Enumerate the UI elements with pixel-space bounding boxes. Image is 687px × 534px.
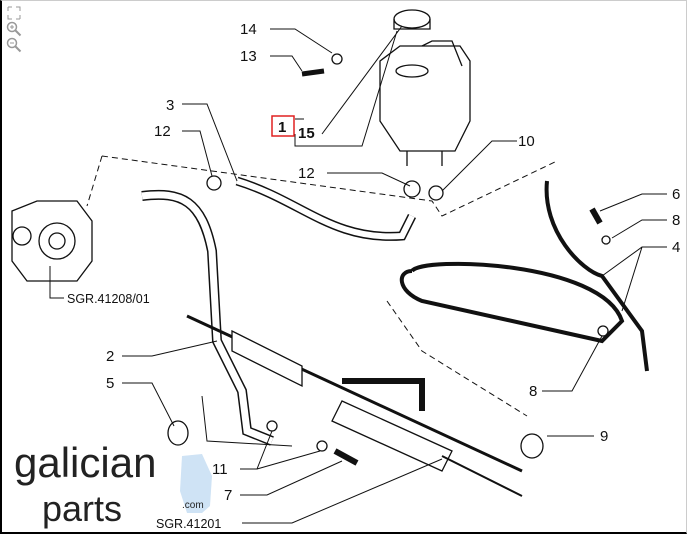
logo-map-shape	[180, 454, 212, 513]
callout-9[interactable]: 9	[600, 428, 608, 445]
callout-4[interactable]: 4	[672, 239, 680, 256]
washer-11b[interactable]	[316, 440, 328, 452]
logo-line1: galician	[14, 439, 156, 486]
clip-10[interactable]	[428, 185, 444, 201]
callout-1[interactable]: 1	[278, 119, 286, 136]
callout-5[interactable]: 5	[106, 375, 114, 392]
callout-3[interactable]: 3	[166, 97, 174, 114]
callout-14[interactable]: 14	[240, 21, 257, 38]
clip-12b[interactable]	[403, 180, 421, 198]
nut-14[interactable]	[331, 53, 343, 65]
diagram-toolbar	[6, 5, 22, 53]
callout-7[interactable]: 7	[224, 487, 232, 504]
washer-8b[interactable]	[597, 325, 609, 337]
bolt-6[interactable]	[589, 207, 603, 225]
reservoir[interactable]	[379, 9, 471, 166]
callout-10[interactable]: 10	[518, 133, 535, 150]
pump[interactable]	[11, 200, 93, 282]
washer-11a[interactable]	[266, 420, 278, 432]
ref-rack[interactable]: SGR.41201	[156, 517, 221, 531]
fit-screen-icon[interactable]	[6, 5, 22, 21]
pipe-4[interactable]	[399, 180, 649, 372]
steering-rack[interactable]	[186, 314, 523, 497]
ref-pump[interactable]: SGR.41208/01	[67, 292, 150, 306]
logo-suffix: .com	[182, 500, 204, 511]
callout-12[interactable]: 12	[298, 165, 315, 182]
bolt-7[interactable]	[333, 448, 359, 466]
clip-12a[interactable]	[206, 175, 222, 191]
callout-8[interactable]: 8	[672, 212, 680, 229]
bolt-13[interactable]	[301, 68, 325, 77]
callout-6[interactable]: 6	[672, 186, 680, 203]
callout-8[interactable]: 8	[529, 383, 537, 400]
washer-8a[interactable]	[601, 235, 611, 245]
logo-line2: parts	[42, 488, 122, 529]
callout-11[interactable]: 11	[212, 461, 228, 478]
highlight-box[interactable]	[271, 115, 295, 137]
leader-lines	[49, 25, 667, 524]
callout-2[interactable]: 2	[106, 348, 114, 365]
fitting-5[interactable]	[167, 420, 189, 446]
fitting-9[interactable]	[520, 433, 544, 459]
zoom-out-icon[interactable]	[6, 37, 22, 53]
callout-15[interactable]: 15	[298, 125, 315, 142]
zoom-in-icon[interactable]	[6, 21, 22, 37]
parts-artwork	[11, 9, 649, 497]
callout-12[interactable]: 12	[154, 123, 171, 140]
callout-13[interactable]: 13	[240, 48, 257, 65]
